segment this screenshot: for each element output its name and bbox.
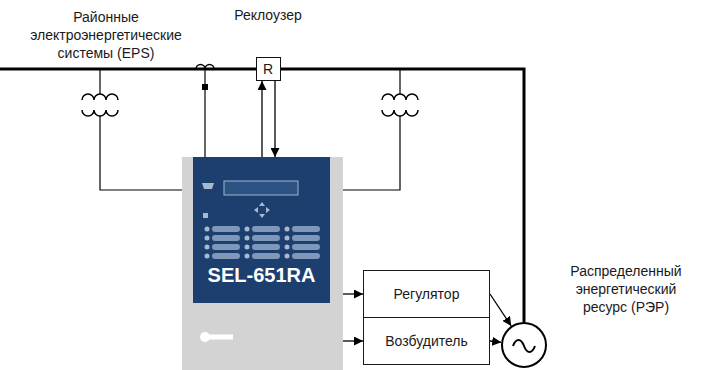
signal-arrow (261, 81, 262, 157)
status-led (203, 213, 208, 218)
generator-circle: Распределенный энергетический ресурс (РЭ… (501, 322, 547, 368)
relay-display (224, 181, 298, 195)
navigation-keys (254, 202, 270, 218)
pt-wire (343, 116, 400, 190)
process-box: Возбудитель (363, 317, 490, 365)
ct-polarity-mark (202, 84, 208, 90)
ct-wire (204, 69, 205, 157)
recloser-letter: R (263, 60, 273, 78)
current-transformer-symbol (196, 65, 214, 70)
relay-cabinet (182, 157, 343, 370)
voltage-transformer-primary (82, 94, 118, 100)
signal-arrow (274, 81, 275, 157)
voltage-transformer-primary (382, 94, 418, 100)
generator-outline (502, 323, 546, 367)
recloser-heading: Реклоузер (234, 6, 302, 24)
signal-arrow (490, 341, 501, 342)
bus-line (0, 68, 259, 71)
signal-arrow (343, 340, 363, 341)
pt-lead (399, 69, 400, 94)
recloser-box: РеклоузерR (256, 57, 281, 81)
pushbutton-leds (207, 229, 287, 256)
voltage-transformer-secondary (82, 110, 118, 116)
connector-group (262, 69, 524, 342)
generator-label: Распределенный энергетический ресурс (РЭ… (556, 262, 696, 316)
door-handle (205, 335, 233, 340)
process-box: Регулятор (363, 270, 490, 318)
area-label: Районные электроэнергетические системы (… (20, 8, 192, 62)
ac-tilde (513, 340, 535, 352)
generator-symbol (501, 322, 547, 368)
relay-cabinet: SEL-651RA (182, 157, 343, 370)
pt-lead (99, 69, 100, 94)
pushbutton-labels (215, 229, 317, 256)
pt-wire (100, 116, 182, 190)
box-text: Регулятор (394, 285, 460, 303)
box-text: Возбудитель (385, 332, 468, 350)
signal-arrow (490, 294, 511, 326)
relay-model: SEL-651RA (193, 263, 330, 287)
relay-front-panel (193, 157, 330, 303)
signal-arrow (343, 293, 363, 294)
voltage-transformer-secondary (382, 110, 418, 116)
bus-line (281, 69, 525, 322)
serial-port-icon (202, 183, 214, 189)
